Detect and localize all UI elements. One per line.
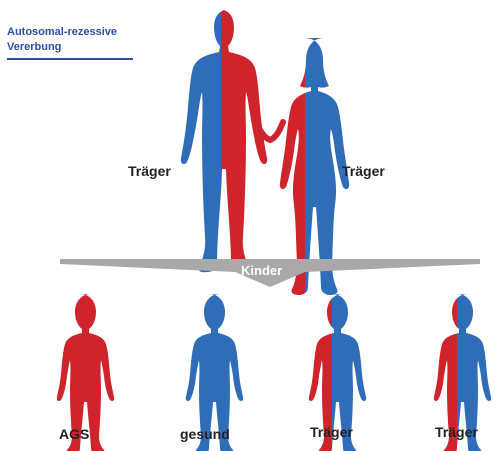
mother-label: Träger <box>342 163 385 179</box>
child-label-ags: AGS <box>59 426 89 442</box>
children-header: Kinder <box>241 263 282 278</box>
mother-figure <box>280 38 349 295</box>
father-figure <box>181 10 267 272</box>
child-label-carrier-2: Träger <box>435 424 478 440</box>
child-label-carrier-1: Träger <box>310 424 353 440</box>
father-label: Träger <box>128 163 171 179</box>
child-label-healthy: gesund <box>180 426 230 442</box>
